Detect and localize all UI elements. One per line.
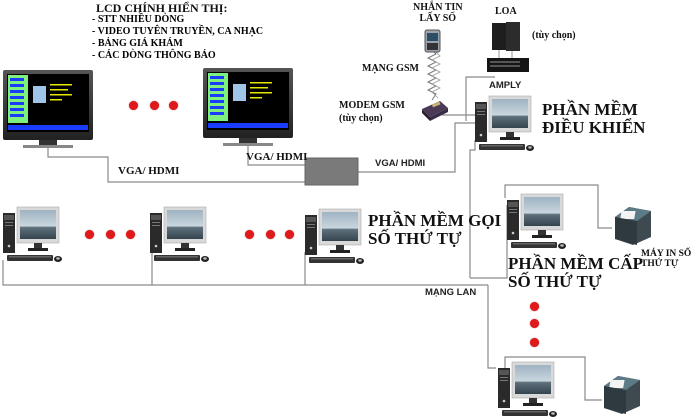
- cable-splitter-control: [358, 122, 475, 173]
- gsm-modem-icon: [422, 101, 448, 121]
- lcd-display-left: [3, 70, 93, 148]
- call-software-line2: SỐ THỨ TỰ: [368, 228, 462, 248]
- call-pc-3: [304, 208, 365, 265]
- cable-tv-left: [47, 148, 305, 183]
- control-pc: [474, 95, 535, 152]
- ellipsis-dot: [530, 302, 539, 311]
- gsm-network-label: MẠNG GSM: [362, 63, 419, 74]
- ellipsis-dot: [169, 101, 178, 110]
- ellipsis-dot: [85, 230, 94, 239]
- ticket-printer-label: MÁY IN SỐ THỨ TỰ: [641, 249, 692, 270]
- ellipsis-dot: [530, 338, 539, 347]
- ellipsis-dot: [129, 101, 138, 110]
- vga-hdmi-label-mid: VGA/ HDMI: [246, 151, 308, 163]
- control-software-line1: PHẦN MỀM: [542, 100, 638, 119]
- control-software-line2: ĐIỀU KHIỂN: [542, 117, 646, 137]
- ellipsis-dot: [285, 230, 294, 239]
- vga-hdmi-label-right: VGA/ HDMI: [375, 158, 426, 169]
- mobile-phone-icon: [424, 29, 441, 53]
- call-pc-2: [149, 206, 210, 263]
- sms-label: NHẮN TIN LẤY SỐ: [413, 2, 463, 24]
- sms-label-line2: LẤY SỐ: [419, 12, 457, 24]
- ticket-software-label: PHẦN MỀM CẤP SỐ THỨ TỰ: [508, 255, 643, 291]
- gsm-modem-label: MODEM GSM (tùy chọn): [339, 100, 405, 124]
- sms-label-line1: NHẮN TIN: [413, 2, 463, 13]
- call-software-label: PHẦN MỀM GỌI SỐ THỨ TỰ: [368, 212, 501, 248]
- lcd-feature-item: - STT NHIỀU DÒNG: [92, 14, 185, 25]
- lcd-header-title: LCD CHÍNH HIỂN THỊ:: [96, 1, 228, 15]
- amplifier-icon: [487, 58, 529, 72]
- amply-label: AMPLY: [489, 80, 522, 91]
- call-pc-1: [2, 206, 63, 263]
- ticket-printer-line1: MÁY IN SỐ: [641, 249, 692, 259]
- cable-amply-control: [465, 76, 495, 121]
- ticket-software-line1: PHẦN MỀM CẤP: [508, 254, 644, 273]
- cable-ticket-printer-2: [504, 356, 602, 401]
- ellipsis-dot: [126, 230, 135, 239]
- ticket-printer-line2: THỨ TỰ: [641, 258, 679, 269]
- lan-label: MẠNG LAN: [425, 287, 477, 298]
- lcd-feature-item: - BẢNG GIÁ KHÁM: [92, 38, 183, 49]
- gsm-signal: [426, 49, 438, 101]
- ellipsis-dot: [106, 230, 115, 239]
- control-software-label: PHẦN MỀM ĐIỀU KHIỂN: [542, 101, 645, 137]
- connection-lines: [2, 49, 612, 401]
- speaker-optional-label: (tùy chọn): [532, 30, 576, 41]
- vga-splitter: [304, 157, 359, 186]
- gsm-modem-line2: (tùy chọn): [339, 112, 383, 124]
- ticket-printer-2: [604, 376, 640, 414]
- lcd-feature-item: - CÁC DÒNG THÔNG BÁO: [92, 50, 216, 61]
- ellipsis-dot: [245, 230, 254, 239]
- lcd-feature-item: - VIDEO TUYÊN TRUYỀN, CA NHẠC: [92, 26, 264, 37]
- ellipsis-dot: [266, 230, 275, 239]
- speaker-label: LOA: [495, 6, 517, 17]
- ticket-pc-2: [497, 361, 558, 418]
- lcd-feature-list: - STT NHIỀU DÒNG - VIDEO TUYÊN TRUYỀN, C…: [92, 14, 263, 62]
- lcd-display-right: [203, 68, 293, 146]
- ticket-printer-1: [615, 207, 651, 245]
- cable-ticket-printer: [504, 184, 612, 229]
- vga-hdmi-label-left: VGA/ HDMI: [118, 165, 180, 177]
- ticket-software-line2: SỐ THỨ TỰ: [508, 271, 602, 291]
- cable-tv-right: [247, 146, 305, 166]
- lan-bus: [2, 260, 488, 286]
- call-software-line1: PHẦN MỀM GỌI: [368, 211, 502, 230]
- gsm-modem-line1: MODEM GSM: [339, 100, 405, 111]
- speaker-icon: [492, 22, 520, 58]
- cable-control-lan: [469, 140, 476, 278]
- ellipsis-dot: [530, 319, 539, 328]
- ellipsis-dot: [150, 101, 159, 110]
- ticket-pc-1: [506, 193, 567, 250]
